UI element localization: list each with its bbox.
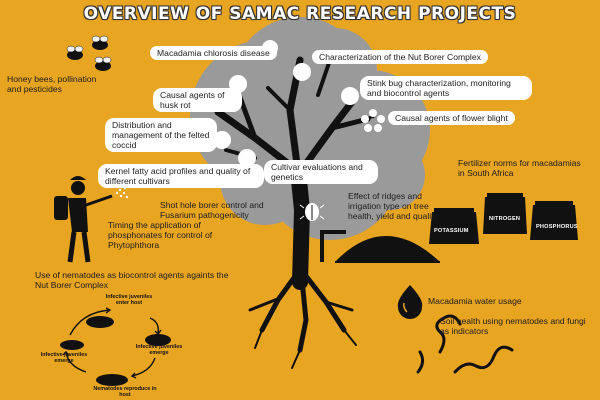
label-honeybees: Honey bees, pollination and pesticides xyxy=(7,74,97,94)
label-husk-rot: Causal agents of husk rot xyxy=(153,88,242,112)
label-kernel-fatty-acid: Kernel fatty acid profiles and quality o… xyxy=(98,164,264,188)
label-soil-health: Soil health using nematodes and fungi as… xyxy=(440,316,586,336)
label-nut-borer-characterization: Characterization of the Nut Borer Comple… xyxy=(312,50,488,64)
cycle-label-emerge-left: Infective juveniles emerge xyxy=(40,352,88,364)
cycle-label-emerge-right: Infective juveniles emerge xyxy=(135,344,183,356)
nematode-cycle xyxy=(60,307,171,386)
cycle-label-reproduce: Nematodes reproduce in host xyxy=(93,386,157,398)
tree-roots xyxy=(248,272,357,369)
label-felted-coccid: Distribution and management of the felte… xyxy=(105,118,217,152)
mound-icon xyxy=(320,230,440,263)
label-ridges: Effect of ridges and irrigation type on … xyxy=(348,191,438,221)
worms-icon xyxy=(416,314,514,374)
sack-label-nitrogen: NITROGEN xyxy=(489,216,521,222)
fertilizer-sack-icon xyxy=(429,193,578,244)
label-phosphonates: Timing the application of phosphonates f… xyxy=(108,220,213,250)
label-fertilizer: Fertilizer norms for macadamias in South… xyxy=(458,158,581,178)
label-chlorosis: Macadamia chlorosis disease xyxy=(150,46,277,60)
cycle-label-enter-host: Infective juveniles enter host xyxy=(105,294,153,306)
sack-label-phosphorus: PHOSPHORUS xyxy=(536,224,578,230)
label-nematodes-biocontrol: Use of nematodes as biocontrol agents ag… xyxy=(35,270,229,290)
page-title: OVERVIEW OF SAMAC RESEARCH PROJECTS xyxy=(83,4,517,24)
beetle-icon xyxy=(299,203,325,221)
water-drop-icon xyxy=(397,285,423,319)
label-cultivar-evaluations: Cultivar evaluations and genetics xyxy=(264,160,378,184)
label-stink-bug: Stink bug characterization, monitoring a… xyxy=(360,76,532,100)
sprayer-person-icon xyxy=(54,176,129,263)
flower-icon xyxy=(361,109,385,132)
label-shot-hole: Shot hole borer control and Fusarium pat… xyxy=(160,200,264,220)
label-water-usage: Macadamia water usage xyxy=(428,296,522,306)
label-flower-blight: Causal agents of flower blight xyxy=(388,111,515,125)
sack-label-potassium: POTASSIUM xyxy=(434,228,469,234)
bee-icon xyxy=(66,35,112,71)
